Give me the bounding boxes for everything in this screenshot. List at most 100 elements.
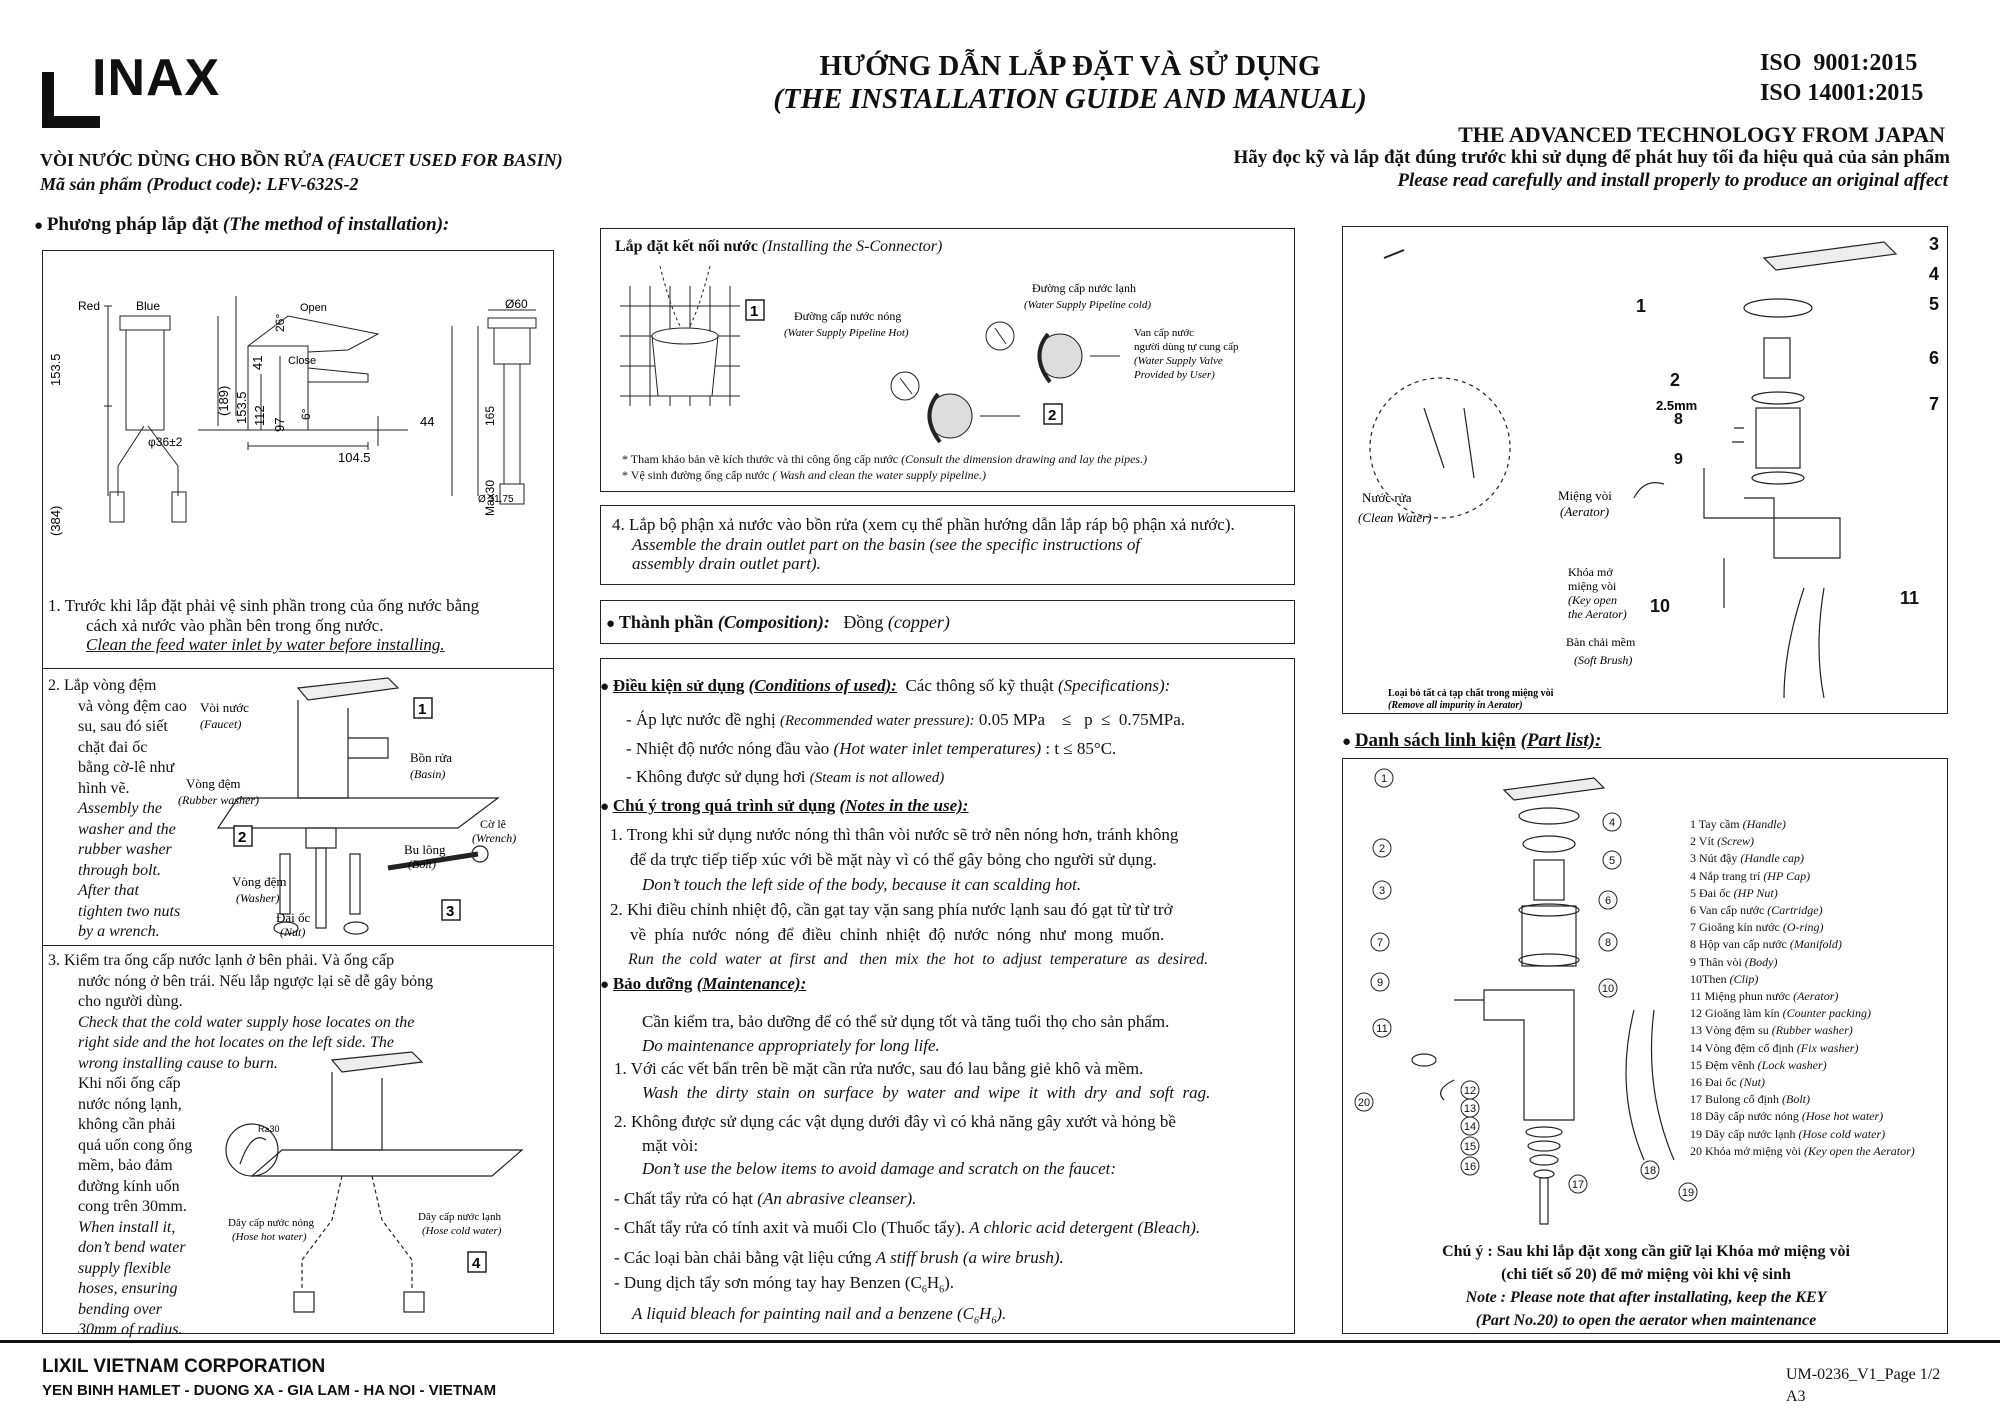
part-vi: Khóa mở miệng vòi — [1705, 1143, 1801, 1158]
composition-label-en: (Composition): — [717, 612, 830, 632]
parts-heading: Danh sách linh kiện (Part list): — [1342, 730, 1602, 752]
divider — [42, 945, 554, 946]
step2-callout-1: 1 — [413, 697, 433, 719]
part-callout-number: 9 — [1377, 977, 1383, 989]
dim-3175: Ø 31.75 — [478, 494, 514, 505]
note1-vi-b: để da trực tiếp tiếp xúc với bề mặt này … — [630, 850, 1157, 869]
maint-1-en: Wash the dirty stain on surface by water… — [642, 1082, 1211, 1102]
key-line-1: miệng vòi — [1568, 579, 1617, 593]
conditions-heading: Điều kiện sử dụng (Conditions of used): … — [600, 676, 1171, 696]
company-name: LIXIL VIETNAM CORPORATION — [42, 1356, 326, 1377]
part-en: (Fix washer) — [1796, 1040, 1859, 1055]
step2-vi-3: chặt đai ốc — [78, 738, 148, 756]
disasm-num-9: 9 — [1674, 451, 1683, 468]
disasm-num-3: 3 — [1929, 234, 1939, 254]
label-faucet-vi: Vòi nước — [200, 700, 249, 715]
part-callout-number: 10 — [1602, 983, 1614, 995]
connector-title-vi: Lắp đặt kết nối nước — [615, 238, 758, 255]
part-callout-number: 14 — [1464, 1121, 1476, 1133]
company-address: YEN BINH HAMLET - DUONG XA - GIA LAM - H… — [42, 1382, 497, 1399]
notes-heading: Chú ý trong quá trình sử dụng (Notes in … — [600, 796, 969, 816]
label-bolt-vi: Bu lông — [404, 842, 446, 857]
step2-en-6: by a wrench. — [78, 923, 160, 940]
part-row: 14 Vòng đệm cố định (Fix washer) — [1690, 1040, 1915, 1057]
step3b-vi-5: đường kính uốn — [78, 1177, 180, 1195]
part-callout-circle — [1354, 1092, 1374, 1112]
step4-panel — [600, 505, 1295, 585]
part-callout-number: 1 — [1381, 773, 1387, 785]
step2-en-0: Assembly the — [78, 800, 162, 817]
item2-vi: - Chất tẩy rửa có tính axit và muối Clo … — [614, 1218, 966, 1237]
part-en: (Body) — [1744, 954, 1778, 969]
part-callout-number: 8 — [1605, 937, 1611, 949]
title-en: (THE INSTALLATION GUIDE AND MANUAL) — [773, 83, 1367, 115]
item3-vi: - Các loại bàn chải bằng vật liệu cứng — [614, 1247, 872, 1267]
item4-vi-h: H — [926, 1273, 940, 1292]
part-row: 10Then (Clip) — [1690, 971, 1915, 988]
step2-illustration: 1 2 3 Vòi nước (Faucet) Bồn rửa (Basin) … — [178, 677, 516, 939]
dim-97: 97 — [272, 418, 287, 432]
part-vi: Gioăng làm kín — [1705, 1006, 1780, 1021]
product-code-label: Mã sản phẩm (Product code): — [40, 174, 262, 194]
label-wrench-vi: Cờ lê — [480, 817, 506, 831]
part-num: 8 — [1690, 937, 1696, 952]
clean-water-vi: Nước rửa — [1362, 490, 1412, 505]
step3b-vi-0: Khi nối ống cấp — [78, 1075, 181, 1092]
maintenance-label-en: (Maintenance): — [696, 974, 807, 993]
part-en: (Hose hot water) — [1801, 1109, 1884, 1124]
maint-intro-en: Do maintenance appropriately for long li… — [642, 1035, 940, 1055]
parts-note-en-a: Note : Please note that after installati… — [1465, 1289, 1827, 1306]
step3b-vi-6: cong trên 30mm. — [78, 1198, 187, 1215]
dim-blue-label: Blue — [136, 299, 160, 313]
part-callout-circle — [1374, 768, 1394, 788]
part-num: 11 — [1690, 989, 1702, 1004]
dim-384: (384) — [48, 506, 63, 536]
install-panel — [42, 250, 554, 1334]
part-row: 4 Nắp trang trí (HP Cap) — [1690, 868, 1915, 885]
step1-en: Clean the feed water inlet by water befo… — [86, 635, 445, 655]
step2-en-1: washer and the — [78, 820, 176, 838]
part-row: 1 Tay cầm (Handle) — [1690, 816, 1915, 833]
label-basin-vi: Bồn rửa — [410, 750, 452, 765]
steam-vi: - Không được sử dụng hơi — [626, 767, 806, 786]
step2-en-4: After that — [78, 882, 139, 899]
part-num: 2 — [1690, 834, 1696, 849]
part-row: 6 Van cấp nước (Cartridge) — [1690, 902, 1915, 919]
part-callout-circle — [1598, 978, 1618, 998]
part-row: 17 Bulong cố định (Bolt) — [1690, 1091, 1915, 1108]
part-callout-circle — [1372, 838, 1392, 858]
parts-list: 1 Tay cầm (Handle) 2 Vít (Screw) 3 Nút đ… — [1690, 816, 1915, 1160]
hot-pipe-en: (Water Supply Pipeline Hot) — [784, 327, 909, 339]
item4-en-sub-a: 6 — [974, 1315, 980, 1327]
label-nut-vi: Đai ốc — [276, 910, 311, 925]
parts-note-vi-a: Chú ý : Sau khi lắp đặt xong cần giữ lại… — [1442, 1243, 1850, 1260]
item3-en: A stiff brush (a wire brush). — [875, 1247, 1064, 1267]
label-rubber-en: (Rubber washer) — [178, 793, 259, 807]
part-num: 1 — [1690, 817, 1696, 831]
part-callout-circle — [1370, 972, 1390, 992]
part-callout-circle — [1372, 1018, 1392, 1038]
install-heading-vi: Phương pháp lắp đặt — [46, 214, 219, 235]
callout-1-label: 1 — [418, 701, 426, 718]
divider — [42, 668, 554, 669]
part-callout-number: 11 — [1376, 1023, 1387, 1035]
step4-en-2: assembly drain outlet part). — [632, 554, 821, 574]
step1-vi-a: 1. Trước khi lắp đặt phải vệ sinh phần t… — [48, 596, 480, 615]
part-num: 19 — [1690, 1126, 1702, 1141]
iso-14001: ISO 14001:2015 — [1760, 80, 1924, 106]
part-vi: Miệng phun nước — [1704, 989, 1791, 1004]
part-row: 13 Vòng đệm su (Rubber washer) — [1690, 1022, 1915, 1039]
install-heading: Phương pháp lắp đặt (The method of insta… — [34, 214, 450, 236]
connector-note-1-vi: * Tham khảo bản vẽ kích thước và thi côn… — [622, 452, 899, 466]
part-num: 15 — [1690, 1057, 1702, 1072]
step2-callout-3: 3 — [441, 899, 461, 921]
conditions-spec-en: (Specifications): — [1057, 676, 1171, 695]
part-vi: Đệm vênh — [1705, 1057, 1755, 1072]
dim-60: Ø60 — [505, 297, 528, 311]
part-vi: Gioăng kín nước — [1699, 920, 1780, 935]
pressure-vi: - Áp lực nước đề nghị — [626, 710, 776, 729]
label-rubber-vi: Vòng đệm — [186, 776, 241, 791]
step4-en-1: Assemble the drain outlet part on the ba… — [632, 534, 1141, 554]
disassembly-illustration: 3 4 5 6 7 10 11 1 2 8 9 2.5mm Nước rửa (… — [1358, 234, 1939, 711]
